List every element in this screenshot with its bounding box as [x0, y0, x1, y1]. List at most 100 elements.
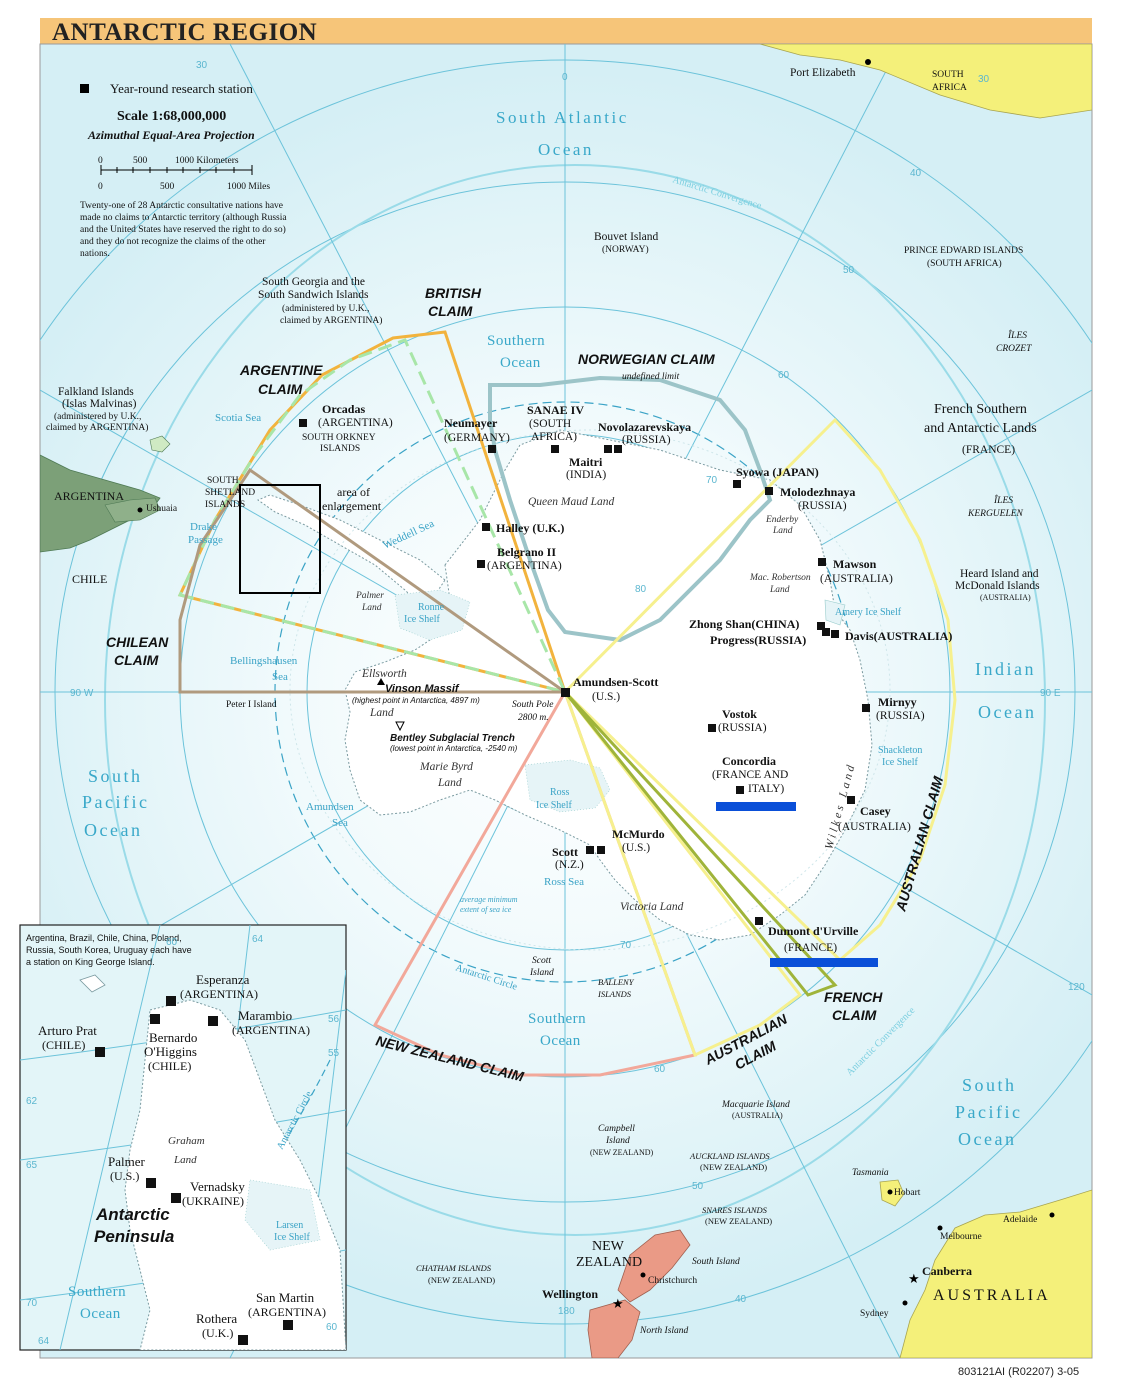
ocean-indian-2: Ocean — [978, 702, 1036, 722]
land-mac-robertson-2: Land — [769, 585, 790, 595]
inset-station-arturo-prat — [95, 1047, 105, 1057]
place-north-island: North Island — [639, 1326, 689, 1336]
grat-lat-50-right: 50 — [843, 265, 855, 276]
sea-ice-extent — [289, 429, 891, 951]
svg-text:and the United States have res: and the United States have reserved the … — [80, 224, 286, 235]
inset-bernardo-3: (CHILE) — [148, 1059, 191, 1073]
ocean-south-atlantic-1: South Atlantic — [496, 108, 629, 127]
station-concordia — [736, 786, 744, 794]
ocean-south-pacific-right-3: Ocean — [958, 1129, 1016, 1149]
island-macquarie-1: Macquarie Island — [721, 1100, 790, 1110]
inset-king-george-island — [79, 974, 106, 993]
island-scott-2: Island — [529, 968, 554, 978]
island-prince-edward-2: (SOUTH AFRICA) — [927, 258, 1002, 269]
island-snares-1: SNARES ISLANDS — [702, 1205, 768, 1215]
inset-peninsula-land — [124, 999, 346, 1350]
island-campbell-3: (NEW ZEALAND) — [590, 1148, 654, 1157]
inset-larsen-ice-shelf — [244, 1179, 321, 1251]
legend-station-icon — [80, 84, 89, 93]
inset-esperanza-1: Esperanza — [196, 972, 250, 987]
svg-text:Twenty-one of 28 Antarctic con: Twenty-one of 28 Antarctic consultative … — [80, 200, 283, 211]
grat-lon-90e: 90 E — [1040, 688, 1061, 699]
island-crozet-2: CROZET — [996, 344, 1032, 354]
sea-ice-extent-1: average minimum — [460, 895, 518, 904]
island-snares-2: (NEW ZEALAND) — [705, 1216, 772, 1226]
inset-grid-6: 70 — [26, 1298, 38, 1309]
ross-ice-shelf — [524, 759, 611, 813]
land-palmer-2: Land — [361, 603, 382, 613]
map-title: ANTARCTIC REGION — [52, 19, 318, 46]
inset-station-san-martin — [283, 1320, 293, 1330]
label-concordia-3: ITALY) — [748, 783, 784, 795]
land-victoria: Victoria Land — [620, 901, 684, 913]
argentine-claim-boundary — [177, 338, 568, 695]
legend-projection: Azimuthal Equal-Area Projection — [87, 128, 255, 142]
label-mirnyy-1: Mirnyy — [878, 695, 917, 709]
inset-grid-1: 64 — [252, 934, 264, 945]
inset-arturo-prat-2: (CHILE) — [42, 1038, 85, 1052]
inset-grid-8: 60 — [326, 1322, 338, 1333]
new-zealand-south-island — [617, 1229, 691, 1303]
grat-lat-50-bottom: 50 — [692, 1181, 704, 1192]
inset-grid-2: 56 — [328, 1014, 340, 1025]
sea-ross-ice-1: Ross — [550, 787, 570, 798]
station-progress — [822, 628, 830, 636]
ocean-south-atlantic-2: Ocean — [538, 140, 594, 159]
grat-lon-30-top-left: 30 — [196, 60, 208, 71]
island-campbell-1: Campbell — [598, 1124, 635, 1134]
station-halley — [482, 523, 490, 531]
label-bentley-note: (lowest point in Antarctica, -2540 m) — [390, 744, 518, 753]
place-ushuaia: Ushuaia — [146, 504, 178, 514]
island-macquarie-2: (AUSTRALIA) — [732, 1111, 783, 1120]
city-melbourne-dot — [937, 1225, 943, 1231]
ocean-southern-bottom-2: Ocean — [540, 1033, 581, 1049]
footer-code: 803121AI (R02207) 3-05 — [958, 1366, 1079, 1378]
sea-ross-ice-2: Ice Shelf — [536, 800, 572, 811]
city-christchurch-dot — [640, 1272, 646, 1278]
scale-km-0: 0 — [98, 156, 103, 166]
land-palmer-1: Palmer — [355, 591, 384, 601]
label-orcadas-1: Orcadas — [322, 402, 365, 416]
inset-station-esperanza — [166, 996, 176, 1006]
label-amundsen-scott-2: (U.S.) — [592, 691, 620, 703]
station-sanae — [551, 445, 559, 453]
legend-scale: Scale 1:68,000,000 — [117, 109, 226, 124]
island-south-georgia-4: claimed by ARGENTINA) — [280, 315, 382, 326]
falkland-islands-land — [149, 435, 171, 453]
land-enderby-2: Land — [772, 526, 793, 536]
south-africa-land — [759, 44, 1092, 119]
island-scott-1: Scott — [532, 956, 551, 966]
legend-note: Twenty-one of 28 Antarctic consultative … — [80, 200, 287, 259]
claim-chilean-2: CLAIM — [114, 652, 159, 668]
highlight-bar-dumont — [770, 958, 878, 967]
place-sydney: Sydney — [860, 1309, 889, 1319]
place-south-africa-2: AFRICA — [932, 83, 967, 93]
inset-graham-2: Land — [173, 1154, 197, 1166]
land-marie-byrd-2: Land — [437, 777, 462, 789]
inset-larsen-2: Ice Shelf — [274, 1232, 310, 1243]
grat-lat-70-bottom: 70 — [620, 940, 632, 951]
island-falkland-3: (administered by U.K., — [54, 411, 141, 422]
grat-lon-30-top-right: 30 — [978, 74, 990, 85]
sea-scotia: Scotia Sea — [215, 412, 261, 424]
city-sydney-dot — [902, 1300, 908, 1306]
inset-map: Argentina, Brazil, Chile, China, Poland,… — [19, 924, 347, 1351]
inset-note-1: Argentina, Brazil, Chile, China, Poland, — [26, 933, 182, 943]
sea-bellingshausen-2: Sea — [272, 671, 288, 683]
island-chatham-2: (NEW ZEALAND) — [428, 1275, 495, 1285]
sea-amundsen-2: Sea — [332, 817, 348, 829]
label-vostok-1: Vostok — [722, 707, 757, 721]
station-syowa — [733, 480, 741, 488]
label-concordia-2: (FRANCE AND — [712, 769, 788, 781]
label-belgrano-1: Belgrano II — [497, 545, 556, 559]
claim-chilean-1: CHILEAN — [106, 634, 169, 650]
island-south-shetland-2: SHETLAND — [205, 488, 255, 498]
place-chile: CHILE — [72, 572, 107, 586]
label-sanae-1: SANAE IV — [527, 403, 584, 417]
label-molodezhnaya-1: Molodezhnaya — [780, 485, 855, 499]
island-south-georgia-1: South Georgia and the — [262, 276, 365, 288]
island-campbell-2: Island — [605, 1136, 630, 1146]
label-mirnyy-2: (RUSSIA) — [876, 710, 925, 722]
inset-palmer-2: (U.S.) — [110, 1169, 139, 1183]
grat-lat-60-right: 60 — [778, 370, 790, 381]
